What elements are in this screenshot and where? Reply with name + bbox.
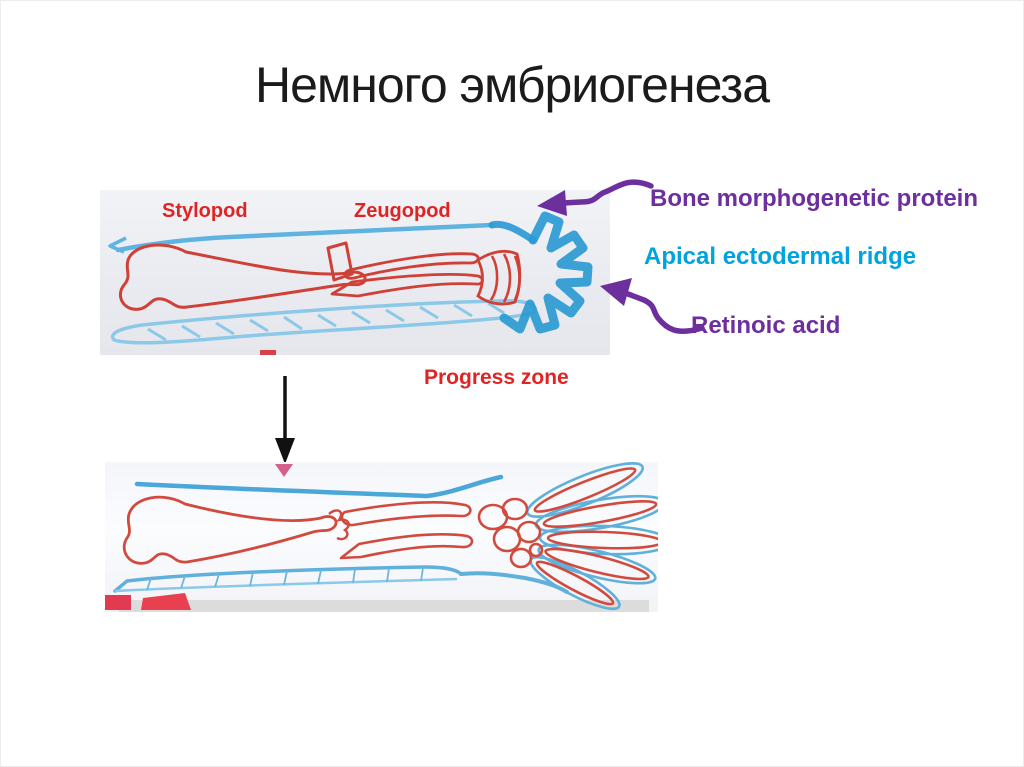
limb-bud-photo: Stylopod Zeugopod	[100, 190, 610, 355]
limb-bud-sketch	[108, 211, 593, 355]
limb-hand-sketch	[105, 462, 658, 612]
slide-title: Немного эмбриогенеза	[254, 57, 770, 113]
bmp-curved-arrow-icon	[537, 179, 654, 216]
retinoic-annotation: Retinoic acid	[691, 312, 841, 339]
bmp-annotation: Bone morphogenetic protein	[650, 185, 979, 212]
aer-annotation: Apical ectodermal ridge	[644, 243, 917, 270]
stylopod-label: Stylopod	[162, 200, 248, 222]
limb-hand-photo	[105, 462, 658, 612]
zeugopod-label: Zeugopod	[354, 200, 451, 222]
progress-zone-label: Progress zone	[424, 366, 569, 389]
retinoic-curved-arrow-icon	[600, 278, 705, 334]
down-arrow-icon	[275, 376, 295, 464]
